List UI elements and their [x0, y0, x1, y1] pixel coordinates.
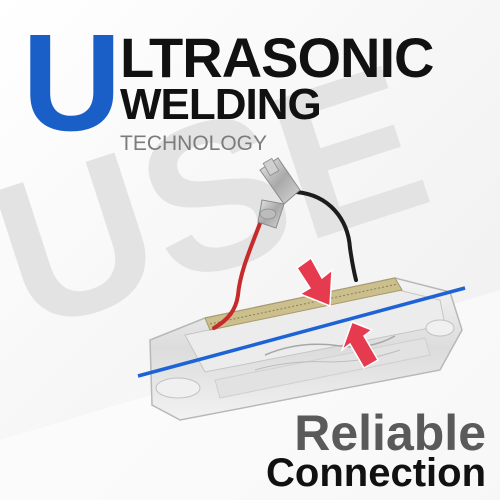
- black-wire: [294, 190, 358, 282]
- arrow-up-icon: [340, 321, 380, 370]
- terminal-connector: [257, 157, 301, 229]
- tagline-line-2: Connection: [266, 451, 486, 495]
- headline-line-2: WELDING: [120, 80, 322, 129]
- weld-line: [137, 286, 466, 378]
- tagline-line-1: Reliable: [294, 405, 486, 461]
- arrow-down-icon: [295, 256, 333, 308]
- headline-initial-letter: U: [22, 6, 122, 160]
- red-wire: [212, 216, 264, 330]
- headline-line-3: TECHNOLOGY: [120, 132, 268, 155]
- headline-line-1: LTRASONIC: [120, 26, 434, 89]
- circuit-board-strip: [204, 277, 403, 331]
